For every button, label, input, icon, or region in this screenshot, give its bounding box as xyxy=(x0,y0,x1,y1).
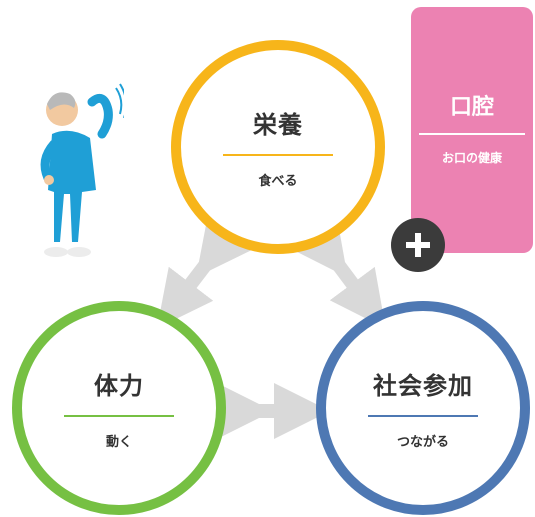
social-participation-subtitle: つながる xyxy=(396,435,449,450)
social-participation-circle: 社会参加 つながる xyxy=(316,301,530,515)
oral-health-card: 口腔 お口の健康 xyxy=(411,7,533,253)
social-participation-title: 社会参加 xyxy=(373,372,473,400)
physical-strength-divider xyxy=(64,415,174,417)
physical-strength-subtitle: 動く xyxy=(105,435,132,450)
nutrition-subtitle: 食べる xyxy=(258,174,298,189)
oral-health-subtitle: お口の健康 xyxy=(441,151,502,165)
plus-icon xyxy=(391,218,445,272)
social-participation-divider xyxy=(368,415,478,417)
arrow-nutrition-social xyxy=(291,215,386,329)
physical-strength-title: 体力 xyxy=(94,372,144,400)
oral-health-divider xyxy=(419,133,525,135)
physical-strength-circle: 体力 動く xyxy=(12,301,226,515)
nutrition-title: 栄養 xyxy=(253,111,303,139)
oral-health-title: 口腔 xyxy=(449,95,494,120)
nutrition-circle: 栄養 食べる xyxy=(171,40,385,254)
nutrition-divider xyxy=(223,154,333,156)
arrow-nutrition-physical xyxy=(156,215,253,329)
stretching-person-illustration xyxy=(40,83,124,257)
